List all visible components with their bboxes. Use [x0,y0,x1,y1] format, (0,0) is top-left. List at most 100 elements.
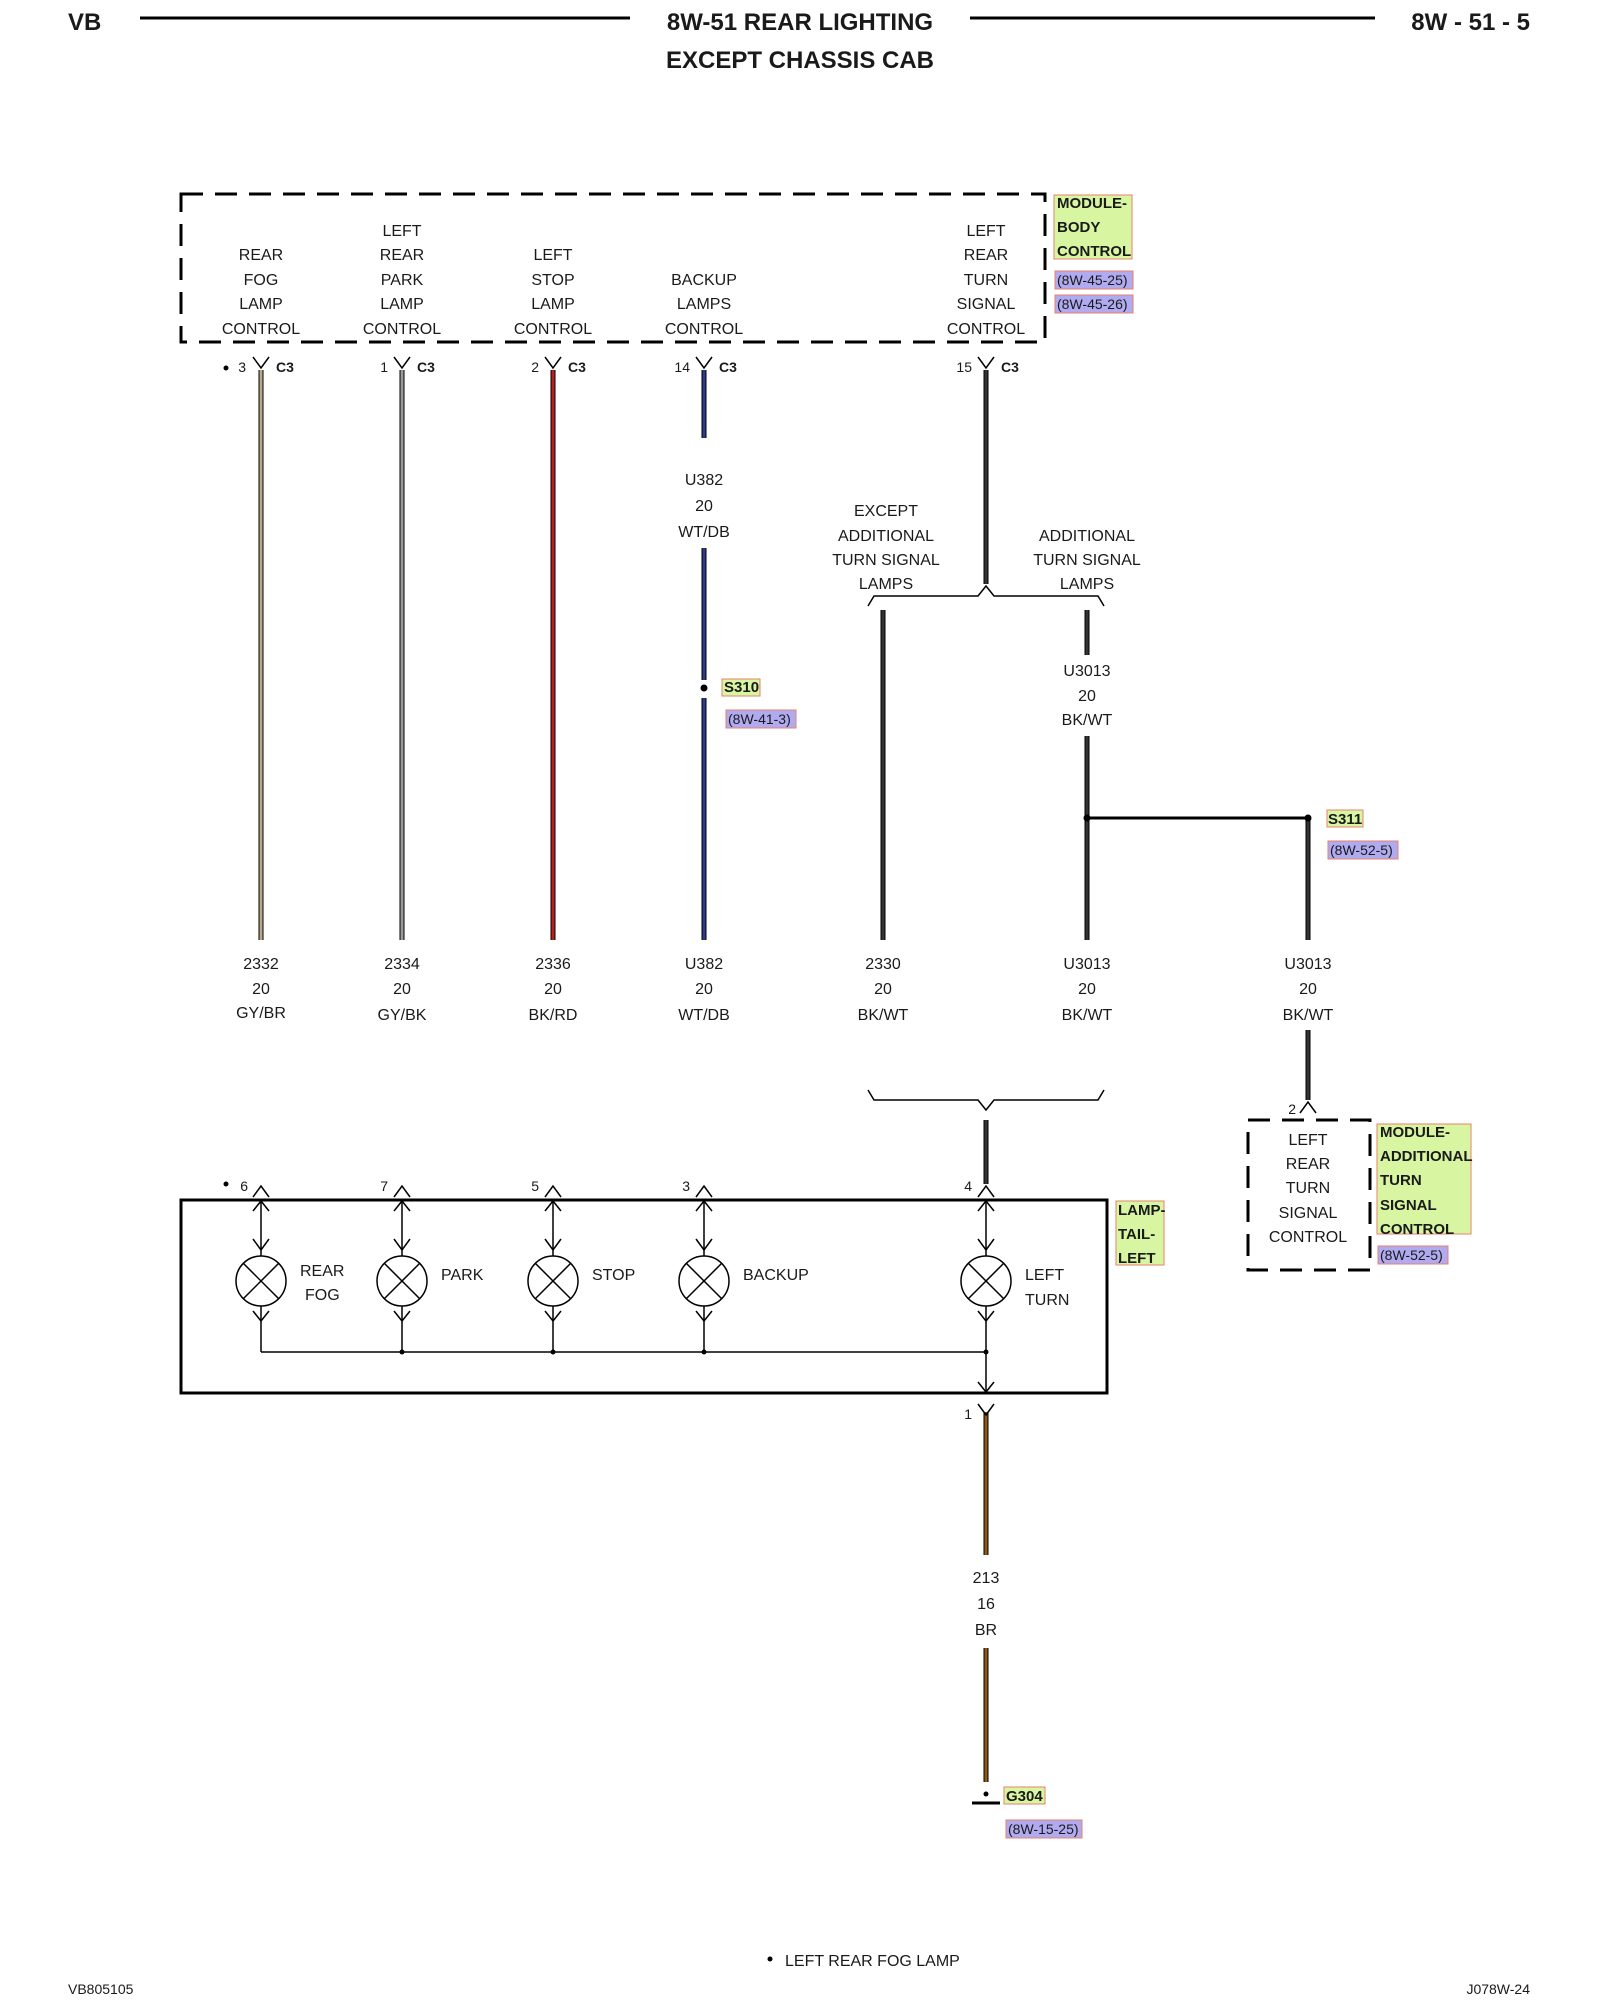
wire-color: WT/DB [678,524,730,541]
tail-lamp-name-line: LEFT [1118,1250,1156,1267]
connector-symbol [544,1184,562,1198]
bulb-label: LEFT [1025,1267,1064,1284]
circuit-label-rear-fog: REAR FOG LAMP CONTROL [222,247,300,338]
bulb-label: REAR [300,1263,344,1280]
connector-symbol [977,1184,995,1198]
splice-ref: (8W-41-3) [728,711,791,727]
ats-module-name-line: SIGNAL [1380,1197,1437,1214]
branch-label-line: EXCEPT [854,503,918,520]
fog-option-marker [223,365,229,371]
tail-lamp-name-line: TAIL- [1118,1226,1155,1243]
splice-s311-link[interactable]: S311 [1328,811,1362,828]
bulb-rear-fog: REAR FOG [235,1199,344,1352]
label-gap [371,943,433,1027]
ground-name: G304 [1006,1788,1043,1805]
body-control-module-box [179,192,1047,344]
wire-label-u3013-ats: U3013 20 BK/WT [1283,956,1334,1024]
ref-link-8w-41-3[interactable]: (8W-41-3) [728,711,791,727]
branch-label-additional: ADDITIONAL TURN SIGNAL LAMPS [1033,528,1141,593]
connector-name: C3 [1001,359,1019,375]
pin-number: 15 [956,359,972,375]
bus-junction-dot [550,1349,556,1355]
bulb-filament [967,1262,1005,1300]
bulb-stop: STOP [527,1199,635,1352]
connector-name: C3 [276,359,294,375]
wire-gauge: 20 [1078,688,1096,705]
footer-right: J078W-24 [1466,1981,1530,1997]
bulb-filament [534,1262,572,1300]
ref-link-8w-45-26[interactable]: (8W-45-26) [1057,296,1128,312]
body-module-name-line: BODY [1057,219,1100,236]
connector-symbol [1299,1100,1317,1114]
footnote: LEFT REAR FOG LAMP [785,1953,960,1970]
wire-color: GY/BR [236,1005,286,1022]
pin-number: 7 [380,1178,388,1194]
ats-module-name-line: CONTROL [1380,1221,1454,1238]
ground-eyelet-icon [983,1791,989,1797]
ref-link-8w-52-5-module[interactable]: (8W-52-5) [1380,1247,1443,1263]
circuit-number: U3013 [1284,956,1331,973]
ats-module-link[interactable]: MODULE- ADDITIONAL TURN SIGNAL CONTROL [1380,1124,1473,1238]
ats-module-name-line: TURN [1380,1172,1422,1189]
ats-label-line: CONTROL [1269,1229,1347,1246]
footer-left: VB805105 [68,1981,134,1997]
bulb-park: PARK [376,1199,484,1352]
ref-link-8w-15-25[interactable]: (8W-15-25) [1008,1821,1079,1837]
bulb-arrow [252,1238,270,1252]
wire-label-u382-upper: U382 20 WT/DB [678,472,730,541]
ground-arrow [977,1381,995,1394]
pin-number: 2 [531,359,539,375]
circuit-label-line: STOP [531,272,574,289]
circuit-number: U382 [685,956,723,973]
connector-symbol [252,356,270,370]
tail-lamp-box [179,1198,1109,1395]
connector-name: C3 [568,359,586,375]
wire-label-2332: 2332 20 GY/BR [236,956,286,1022]
circuit-number: U3013 [1063,663,1110,680]
connector-symbol [393,1184,411,1198]
ats-label-line: TURN [1286,1180,1330,1197]
circuit-label-line: PARK [381,272,424,289]
bulb-label: TURN [1025,1292,1069,1309]
tag-highlight [1326,809,1364,828]
branch-label-line: LAMPS [859,576,913,593]
bulb-backup: BACKUP [678,1199,809,1352]
fog-option-marker [223,1181,229,1187]
label-gap [1056,660,1118,732]
ats-module-circuit-label: LEFT REAR TURN SIGNAL CONTROL [1269,1132,1347,1246]
option-bracket-upper [867,584,1105,607]
circuit-number: U382 [685,472,723,489]
ref-link-8w-52-5-splice[interactable]: (8W-52-5) [1330,842,1393,858]
wire-color: BK/WT [858,1007,909,1024]
body-control-module-link[interactable]: MODULE- BODY CONTROL [1057,195,1131,260]
branch-label-line: LAMPS [1060,576,1114,593]
tag-highlight [721,678,761,697]
connector-symbol [544,356,562,370]
branch-label-except-additional: EXCEPT ADDITIONAL TURN SIGNAL LAMPS [832,503,940,593]
bulb-arrow [252,1199,270,1212]
label-gap [230,943,292,1027]
connector-symbol [252,1184,270,1198]
branch-label-line: ADDITIONAL [1039,528,1135,545]
wire-color: BR [975,1622,997,1639]
pin-number: 1 [380,359,388,375]
connector-name: C3 [417,359,435,375]
ats-label-line: LEFT [1288,1132,1327,1149]
circuit-number: 2330 [865,956,901,973]
bus-junction-dot [701,1349,707,1355]
label-gap [673,943,735,1027]
page-title: 8W-51 REAR LIGHTING [667,9,933,36]
ground-g304-link[interactable]: G304 [1006,1788,1043,1805]
bulb-label: BACKUP [743,1267,809,1284]
tag-highlight [1003,1786,1046,1805]
ref-link-8w-45-25[interactable]: (8W-45-25) [1057,272,1128,288]
bulb-arrow [977,1199,995,1212]
splice-s310-link[interactable]: S310 [724,679,759,696]
ref-highlight [1377,1245,1449,1265]
ref-highlight [1054,294,1134,314]
tail-lamp-link[interactable]: LAMP- TAIL- LEFT [1118,1202,1166,1267]
bulb-arrow [393,1199,411,1212]
label-gap [1056,943,1118,1027]
circuit-label-line: CONTROL [514,321,592,338]
bulb-label: STOP [592,1267,635,1284]
